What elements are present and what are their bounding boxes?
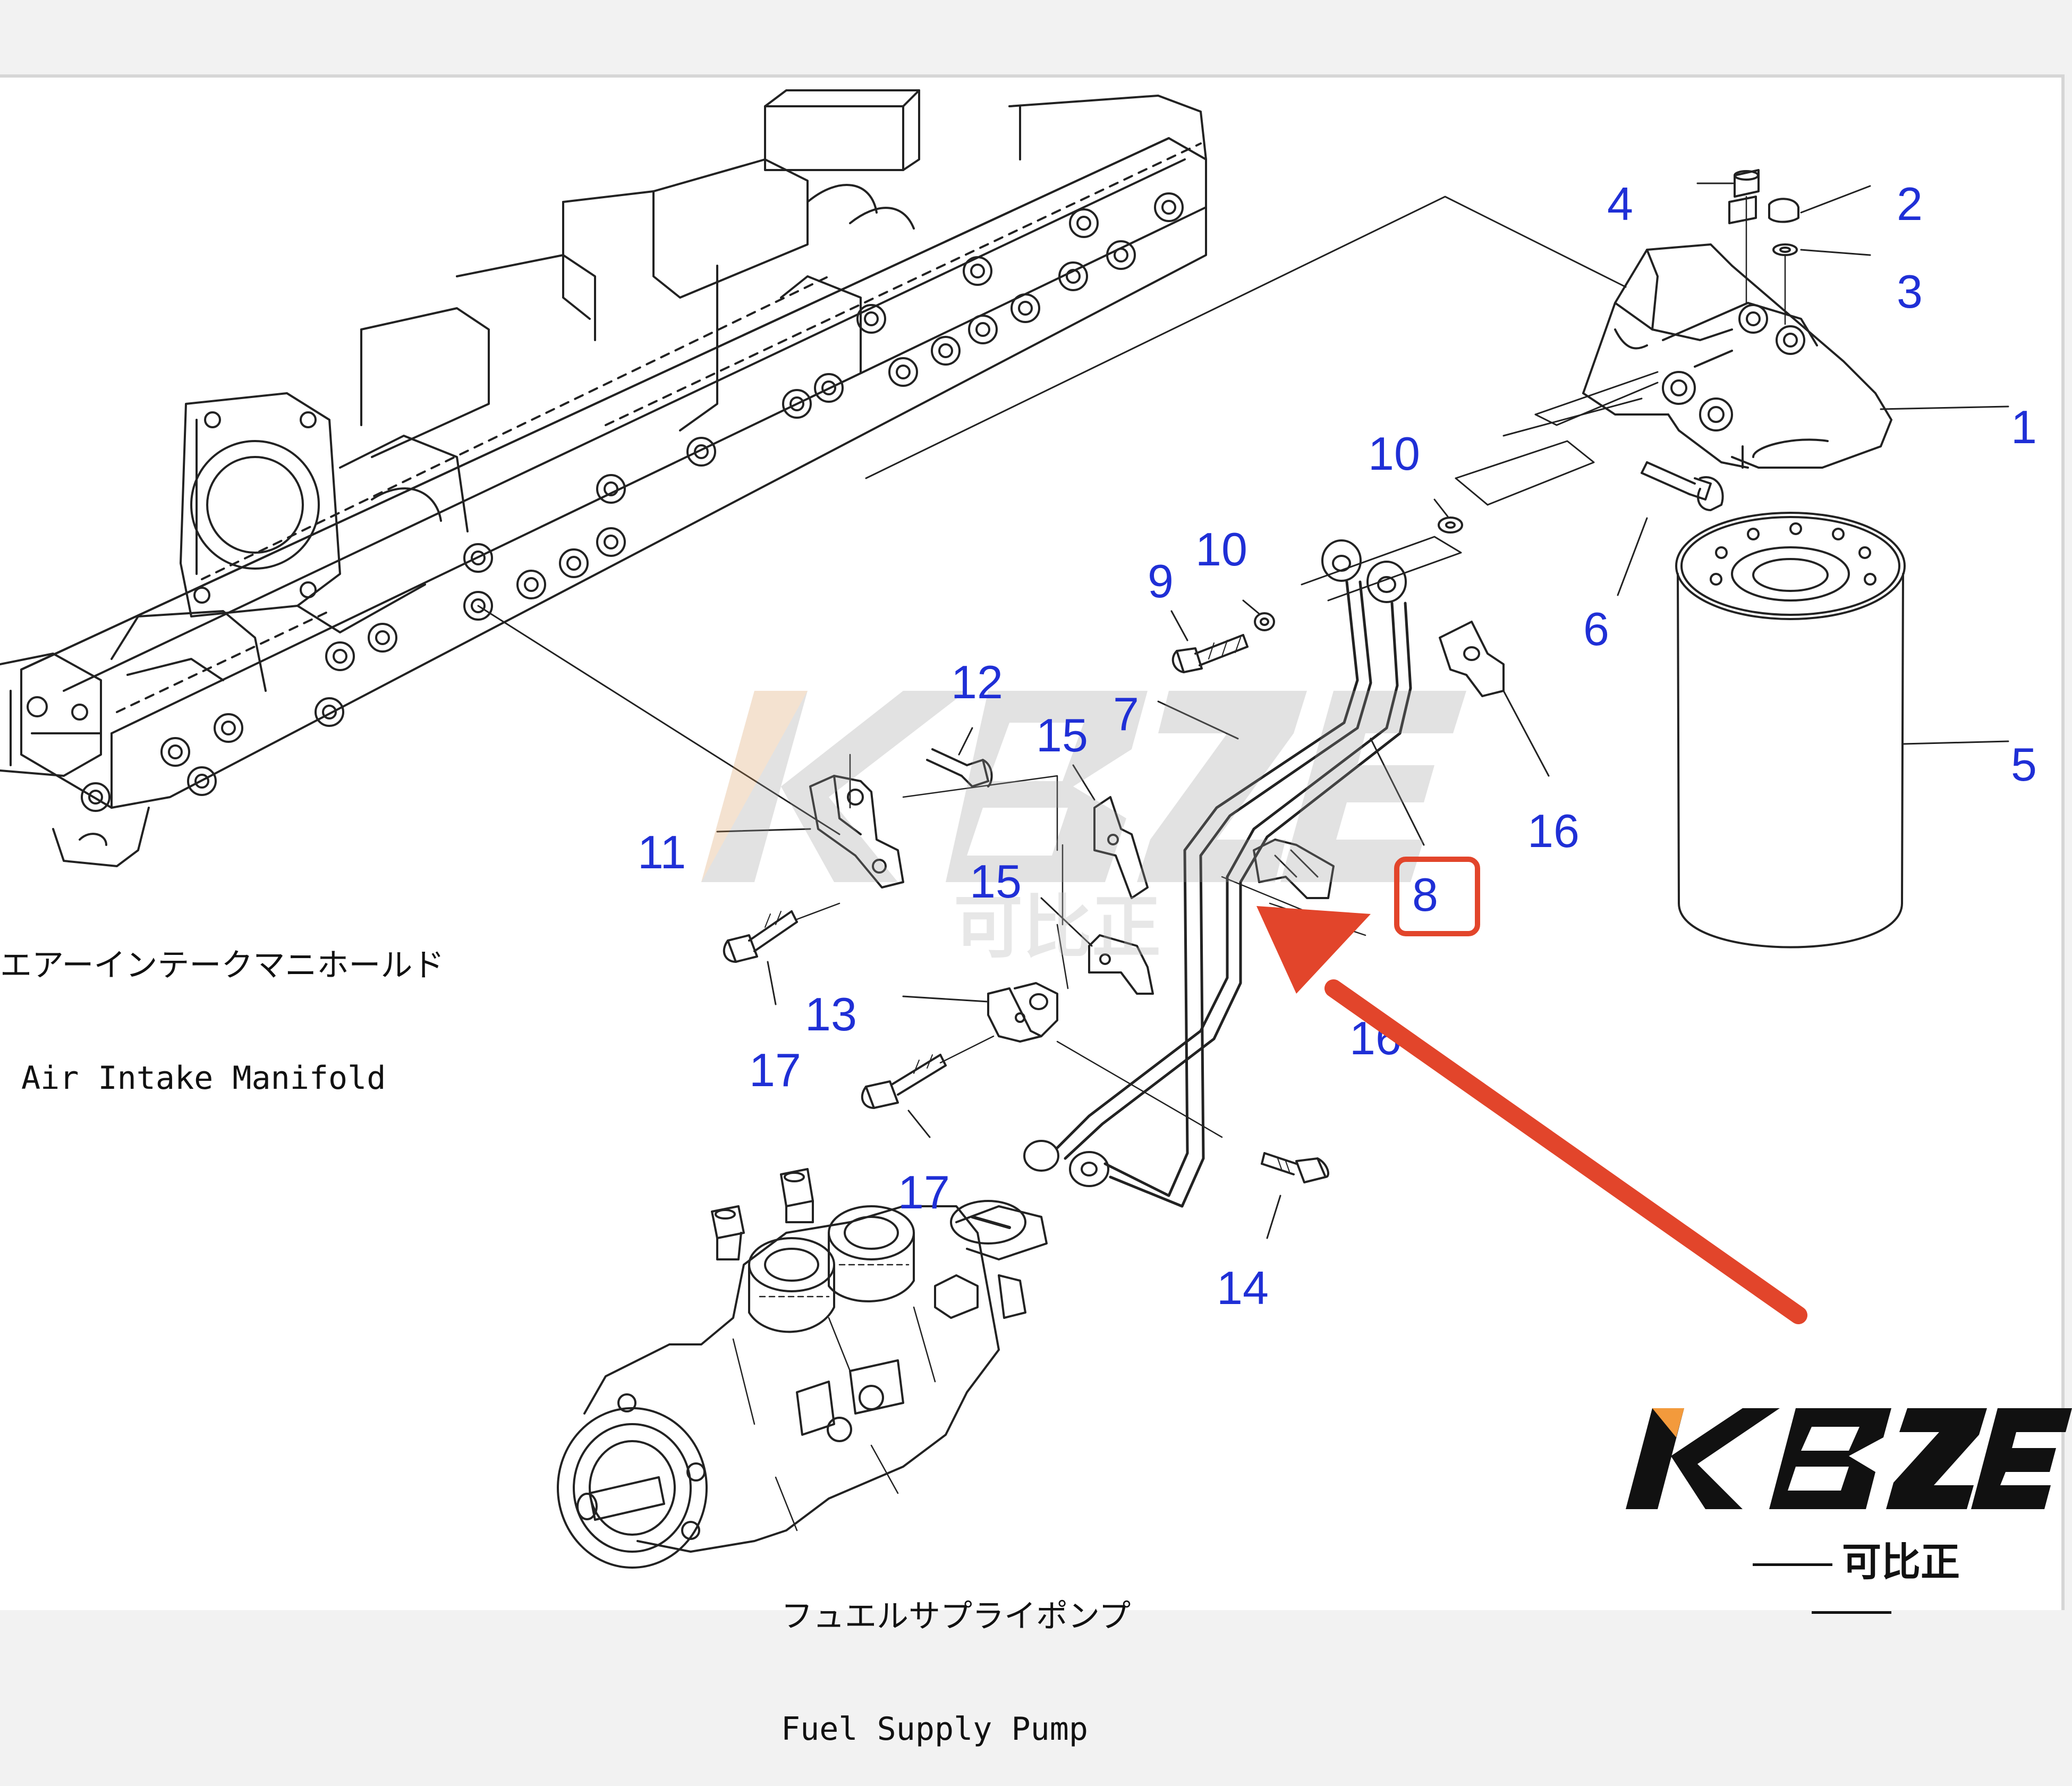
- fuel-pipes-drawing: [1023, 539, 1425, 1208]
- center-watermark-subtext: 可比正: [953, 887, 1161, 968]
- part-label-9: 9: [1148, 555, 1174, 607]
- bolt-6-drawing: [1617, 461, 1724, 596]
- bracket-13-drawing: [902, 982, 1223, 1138]
- part-label-15a: 15: [1036, 709, 1088, 761]
- brand-rule-right: [1812, 1611, 1891, 1614]
- diagram-canvas: [0, 74, 2065, 1610]
- brand-rule-left: [1753, 1563, 1832, 1566]
- part-label-12: 12: [951, 656, 1003, 708]
- fuel-pump-caption-en: Fuel Supply Pump: [781, 1710, 1088, 1748]
- part-label-8: 8: [1412, 868, 1438, 921]
- bolt-17a-drawing: [723, 902, 840, 1005]
- part-label-10a: 10: [1368, 427, 1420, 480]
- air-intake-manifold-caption: エアーインテークマニホールド Air Intake Manifold: [0, 871, 444, 1135]
- fuel-filter-head-drawing: [1301, 169, 2009, 602]
- brand-subtitle-text: 可比正: [1842, 1539, 1960, 1585]
- part-label-6: 6: [1583, 603, 1609, 655]
- air-intake-caption-jp: エアーインテークマニホールド: [0, 946, 445, 984]
- pointer-arrow: [1256, 906, 1807, 1324]
- bolt-12-drawing: [926, 727, 993, 788]
- part-label-2: 2: [1897, 177, 1923, 230]
- part-label-11: 11: [638, 826, 686, 878]
- part-label-17b: 17: [898, 1166, 950, 1218]
- part-label-15b: 15: [970, 855, 1022, 908]
- air-intake-caption-en: Air Intake Manifold: [21, 1059, 386, 1097]
- part-label-7: 7: [1113, 688, 1139, 740]
- brand-subtitle: 可比正: [1695, 1530, 2008, 1633]
- clamps-15-drawing: [1040, 764, 1154, 995]
- part-label-1: 1: [2011, 401, 2037, 453]
- fuel-filter-cartridge-drawing: [1675, 512, 2009, 949]
- part-label-5: 5: [2011, 738, 2037, 791]
- fuel-supply-pump-caption: フュエルサプライポンプ Fuel Supply Pump: [781, 1522, 1131, 1786]
- bolt-14-drawing: [1261, 1152, 1329, 1239]
- bracket-11-drawing: [716, 754, 1058, 888]
- part-label-17a: 17: [749, 1044, 801, 1096]
- fuel-pump-caption-jp: フュエルサプライポンプ: [781, 1597, 1131, 1635]
- bolt-17b-drawing: [861, 1054, 947, 1138]
- part-label-13: 13: [805, 988, 857, 1040]
- fuel-supply-pump-drawing: [557, 1168, 1048, 1569]
- part-label-4: 4: [1607, 177, 1633, 230]
- brand-logo: [1626, 1408, 2072, 1509]
- highlight-box-part-8: [1394, 857, 1480, 936]
- parts-diagram: [0, 89, 2009, 1569]
- bolt-9-drawing: [1170, 610, 1249, 673]
- air-intake-manifold-drawing: [0, 89, 1627, 867]
- part-label-16a: 16: [1527, 805, 1580, 857]
- part-label-3: 3: [1897, 265, 1923, 318]
- part-label-14: 14: [1217, 1262, 1269, 1314]
- part-label-10b: 10: [1195, 523, 1247, 575]
- washers-10-drawing: [1242, 498, 1463, 631]
